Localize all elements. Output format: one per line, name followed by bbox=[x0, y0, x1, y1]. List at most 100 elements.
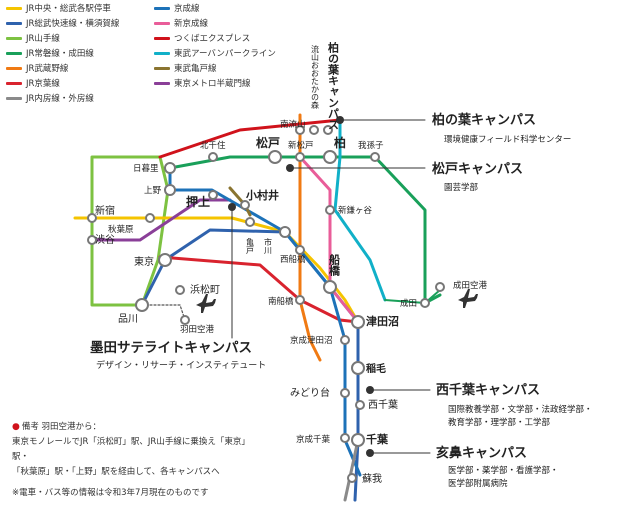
label-funabashi: 船橋 bbox=[328, 253, 341, 277]
label-shinagawa: 品川 bbox=[118, 313, 138, 325]
legend-label: JR京葉線 bbox=[26, 79, 60, 89]
station-marker bbox=[240, 200, 250, 210]
station-marker bbox=[340, 433, 350, 443]
legend-item: JR山手線 bbox=[6, 32, 60, 44]
campus-sub2-nishichiba: 教育学部・理学部・工学部 bbox=[448, 417, 551, 428]
line-chuo-sobu bbox=[73, 216, 360, 442]
line-keisei bbox=[168, 166, 362, 477]
legend-item: 新京成線 bbox=[154, 17, 208, 29]
campus-name-nishichiba: 西千葉キャンパス bbox=[436, 382, 540, 398]
campus-name-sumida: 墨田サテライトキャンパス bbox=[90, 340, 252, 356]
legend-swatch bbox=[6, 66, 22, 70]
station-marker bbox=[370, 152, 380, 162]
campus-marker-nishichiba bbox=[366, 386, 374, 394]
station-marker bbox=[87, 213, 97, 223]
label-akihabara: 秋葉原 bbox=[108, 224, 134, 235]
legend-label: 東京メトロ半蔵門線 bbox=[174, 79, 251, 89]
station-marker bbox=[295, 245, 305, 255]
label-nishichiba: 西千葉 bbox=[368, 398, 398, 411]
legend-item: JR京葉線 bbox=[6, 77, 60, 89]
legend-label: JR武蔵野線 bbox=[26, 64, 69, 74]
label-shinmatsudo: 新松戸 bbox=[288, 140, 314, 151]
line-musashino bbox=[298, 113, 322, 362]
station-marker bbox=[340, 388, 350, 398]
line-hanzomon bbox=[90, 198, 232, 242]
legend-label: JR総武快速線・横須賀線 bbox=[26, 19, 120, 29]
campus-marker-kashiwanoha bbox=[336, 116, 344, 124]
campus-name-inohana: 亥鼻キャンパス bbox=[436, 445, 527, 461]
label-midoridai: みどり台 bbox=[290, 386, 330, 399]
station-marker bbox=[351, 315, 365, 329]
label-kashiwa: 柏 bbox=[334, 135, 346, 150]
airplane-icon-haneda bbox=[196, 294, 216, 313]
line-shinkeisei bbox=[298, 155, 360, 324]
label-nagareyama: 流山おおたかの森 bbox=[311, 44, 320, 110]
label-matsudo: 松戸 bbox=[256, 135, 280, 150]
station-marker bbox=[208, 152, 218, 162]
campus-marker-matsudo bbox=[286, 164, 294, 172]
legend-swatch bbox=[154, 51, 170, 55]
label-keisei-tsudanuma: 京成津田沼 bbox=[290, 335, 333, 346]
note-bullet: ● bbox=[12, 422, 20, 432]
note-title: 備考 羽田空港から： bbox=[21, 422, 102, 432]
legend-swatch bbox=[6, 36, 22, 40]
line-tsukuba bbox=[158, 118, 342, 159]
label-narita: 成田 bbox=[400, 298, 417, 309]
campus-marker-inohana bbox=[366, 449, 374, 457]
legend-item: JR内房線・外房線 bbox=[6, 92, 94, 104]
legend-label: 京成線 bbox=[174, 4, 200, 14]
station-marker bbox=[87, 235, 97, 245]
station-marker bbox=[295, 152, 305, 162]
legend-label: 東武アーバンパークライン bbox=[174, 49, 276, 59]
station-marker bbox=[325, 205, 335, 215]
campus-sub-matsudo: 園芸学部 bbox=[444, 182, 479, 193]
label-minamifunabashi: 南船橋 bbox=[268, 296, 294, 307]
line-uchibo bbox=[343, 438, 360, 502]
airplane-icon-narita bbox=[458, 289, 478, 308]
label-shibuya: 渋谷 bbox=[95, 233, 115, 246]
legend-item: JR中央・総武各駅停車 bbox=[6, 2, 111, 14]
label-ichikawa: 市川 bbox=[264, 237, 273, 254]
station-marker bbox=[323, 150, 337, 164]
station-marker bbox=[135, 298, 149, 312]
label-abiko: 我孫子 bbox=[358, 140, 384, 151]
legend-swatch bbox=[154, 21, 170, 25]
legend-swatch bbox=[6, 81, 22, 85]
footer-note: ※電車・バス等の情報は令和3年7月現在のものです bbox=[12, 488, 209, 498]
station-marker bbox=[279, 226, 291, 238]
legend-label: 新京成線 bbox=[174, 19, 209, 29]
station-marker bbox=[175, 285, 185, 295]
note-title-row: ●備考 羽田空港から： bbox=[12, 420, 262, 435]
station-marker bbox=[158, 253, 172, 267]
label-kitasenju: 北千住 bbox=[200, 140, 226, 151]
station-marker bbox=[268, 150, 282, 164]
station-marker bbox=[145, 213, 155, 223]
legend-label: つくばエクスプレス bbox=[174, 34, 251, 44]
label-inage: 稲毛 bbox=[366, 362, 386, 375]
label-keisei-chiba: 京成千葉 bbox=[296, 434, 331, 445]
station-marker bbox=[295, 125, 305, 135]
label-tokyo: 東京 bbox=[134, 255, 154, 268]
station-marker bbox=[309, 125, 319, 135]
label-oshiage: 押上 bbox=[186, 194, 210, 209]
legend-item: つくばエクスプレス bbox=[154, 32, 250, 44]
label-haneda: 羽田空港 bbox=[180, 324, 215, 335]
station-marker bbox=[208, 190, 218, 200]
line-monorail bbox=[141, 304, 186, 321]
legend-swatch bbox=[154, 36, 170, 40]
legend-swatch bbox=[154, 81, 170, 85]
label-tsudanuma: 津田沼 bbox=[366, 314, 399, 328]
label-nishifunabashi: 西船橋 bbox=[280, 254, 306, 265]
legend-label: JR山手線 bbox=[26, 34, 60, 44]
campus-sub-inohana: 医学部・薬学部・看護学部・ bbox=[448, 465, 559, 476]
legend-label: JR常磐線・成田線 bbox=[26, 49, 94, 59]
label-chiba: 千葉 bbox=[366, 432, 389, 446]
station-marker bbox=[323, 125, 333, 135]
legend-swatch bbox=[154, 66, 170, 70]
station-marker bbox=[347, 473, 357, 483]
station-marker bbox=[340, 335, 350, 345]
station-marker bbox=[164, 184, 176, 196]
label-komurai: 小村井 bbox=[245, 188, 279, 202]
station-marker bbox=[420, 298, 430, 308]
campus-sub-nishichiba: 国際教養学部・文学部・法政経学部・ bbox=[448, 404, 593, 415]
